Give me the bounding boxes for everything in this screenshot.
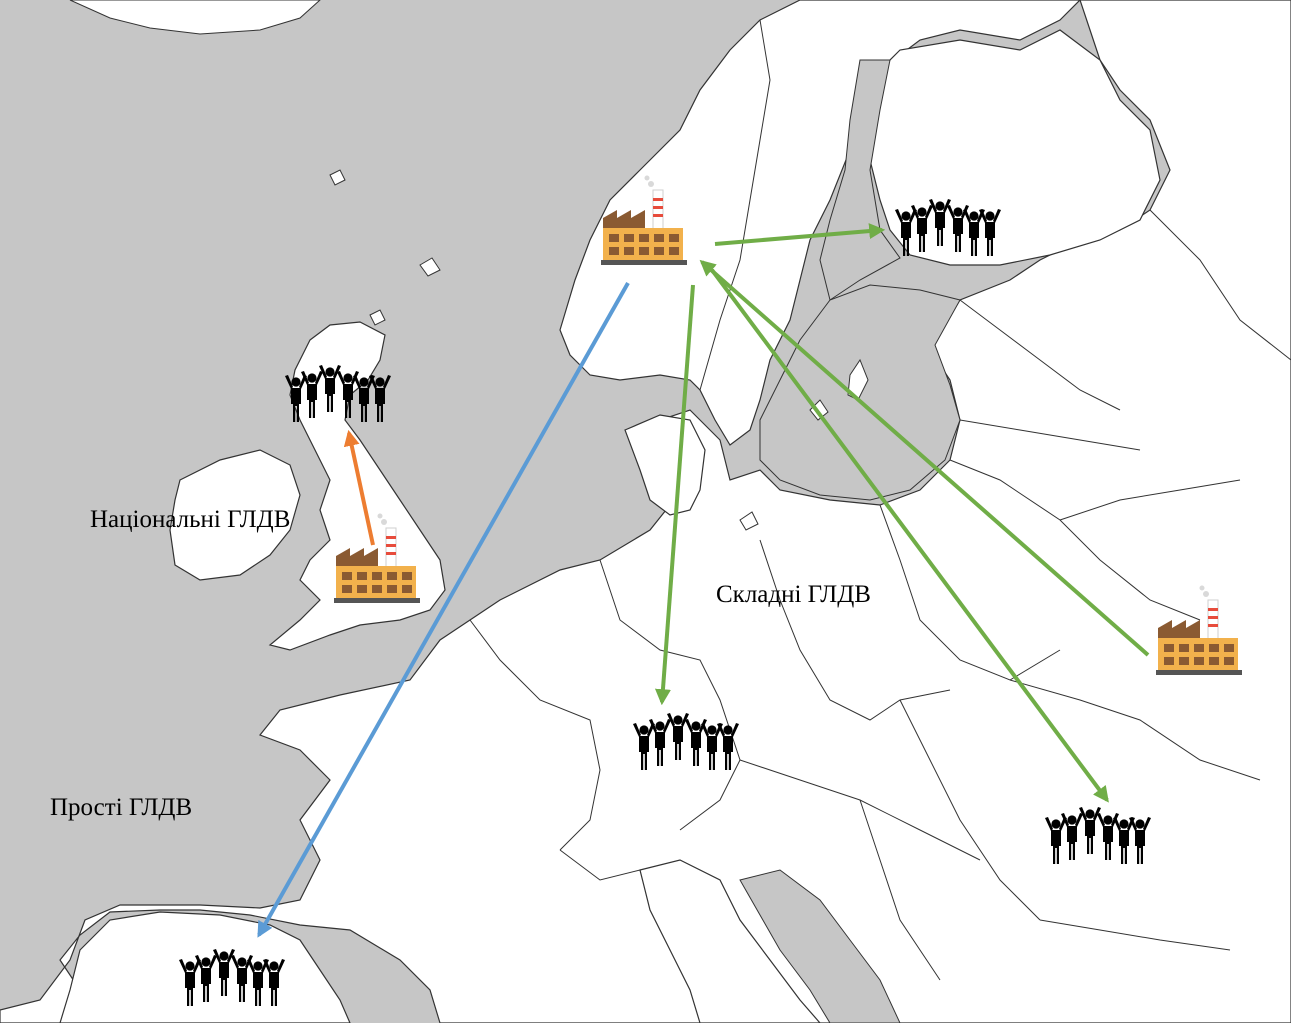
label-simple: Прості ГЛДВ [50, 794, 192, 821]
arrow-complex-to-germany [654, 284, 695, 706]
arrow-complex-to-finland [714, 223, 886, 246]
land-iberia [59, 911, 351, 1023]
label-complex: Складні ГЛДВ [716, 581, 871, 608]
country-borders [469, 19, 1291, 981]
land-north-atlantic [69, 0, 321, 35]
arrow-complex-to-romania [710, 268, 1109, 803]
land-ireland [169, 449, 301, 581]
label-national: Національні ГЛДВ [90, 506, 290, 533]
islands [329, 169, 869, 531]
arrow-simple-to-iberia [257, 282, 630, 938]
gulf-of-bothnia [819, 59, 901, 301]
land-denmark [624, 414, 706, 516]
arrow-complex-from-ukraine [699, 259, 1150, 657]
land-italy [639, 859, 821, 1023]
adriatic-sea [739, 869, 901, 1023]
flow-arrows [257, 223, 1150, 938]
arrow-national-uk [343, 429, 375, 546]
